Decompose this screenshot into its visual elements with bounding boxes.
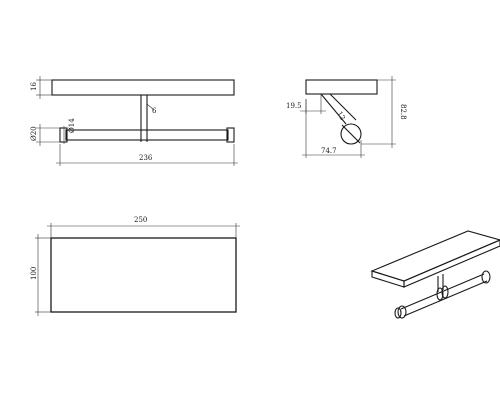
- dim-82-8-label: 82.8: [399, 104, 407, 120]
- iso-rod-cap-right: [481, 270, 491, 284]
- top-view: 250 100: [30, 216, 240, 316]
- side-shelf-plate: [305, 79, 378, 95]
- front-rod-end-right: [226, 127, 235, 143]
- dim-74-7-label: 74.7: [321, 147, 337, 155]
- dim-19-5-label: 19.5: [286, 102, 302, 110]
- dim-236-label: 236: [139, 154, 153, 162]
- dim-12-label: 12: [335, 110, 346, 122]
- front-rod-end-left: [59, 127, 68, 143]
- dim-16-label: 16: [30, 82, 38, 91]
- dim-6-leader: [146, 103, 155, 111]
- iso-stem-collar: [436, 287, 444, 301]
- dim-250-label: 250: [134, 216, 147, 224]
- dim-100-label: 100: [30, 267, 38, 280]
- top-shelf-plate: [50, 237, 237, 313]
- dim-d14-label: Ø14: [68, 118, 76, 133]
- iso-rod-cap-left: [397, 305, 407, 319]
- iso-shelf-side: [403, 239, 500, 288]
- iso-rod-cap-left-outer: [394, 307, 402, 319]
- side-arm-left: [320, 93, 347, 125]
- dim-6-label: 6: [152, 107, 157, 115]
- side-rod-circle: [340, 123, 362, 145]
- side-view: 19.5 12 82.8 74.7: [286, 76, 407, 158]
- front-view: 16 Ø20 Ø14 6 236: [30, 76, 238, 166]
- front-shelf-plate: [51, 79, 235, 96]
- iso-stem-collar-2: [441, 285, 449, 299]
- iso-shelf-front: [371, 270, 405, 288]
- isometric-view: [370, 230, 500, 319]
- side-rod-chord: [341, 124, 361, 144]
- side-arm-right: [329, 93, 357, 121]
- front-rod: [65, 129, 229, 141]
- iso-rod-bottom: [403, 280, 488, 317]
- dim-d20-label: Ø20: [30, 126, 38, 141]
